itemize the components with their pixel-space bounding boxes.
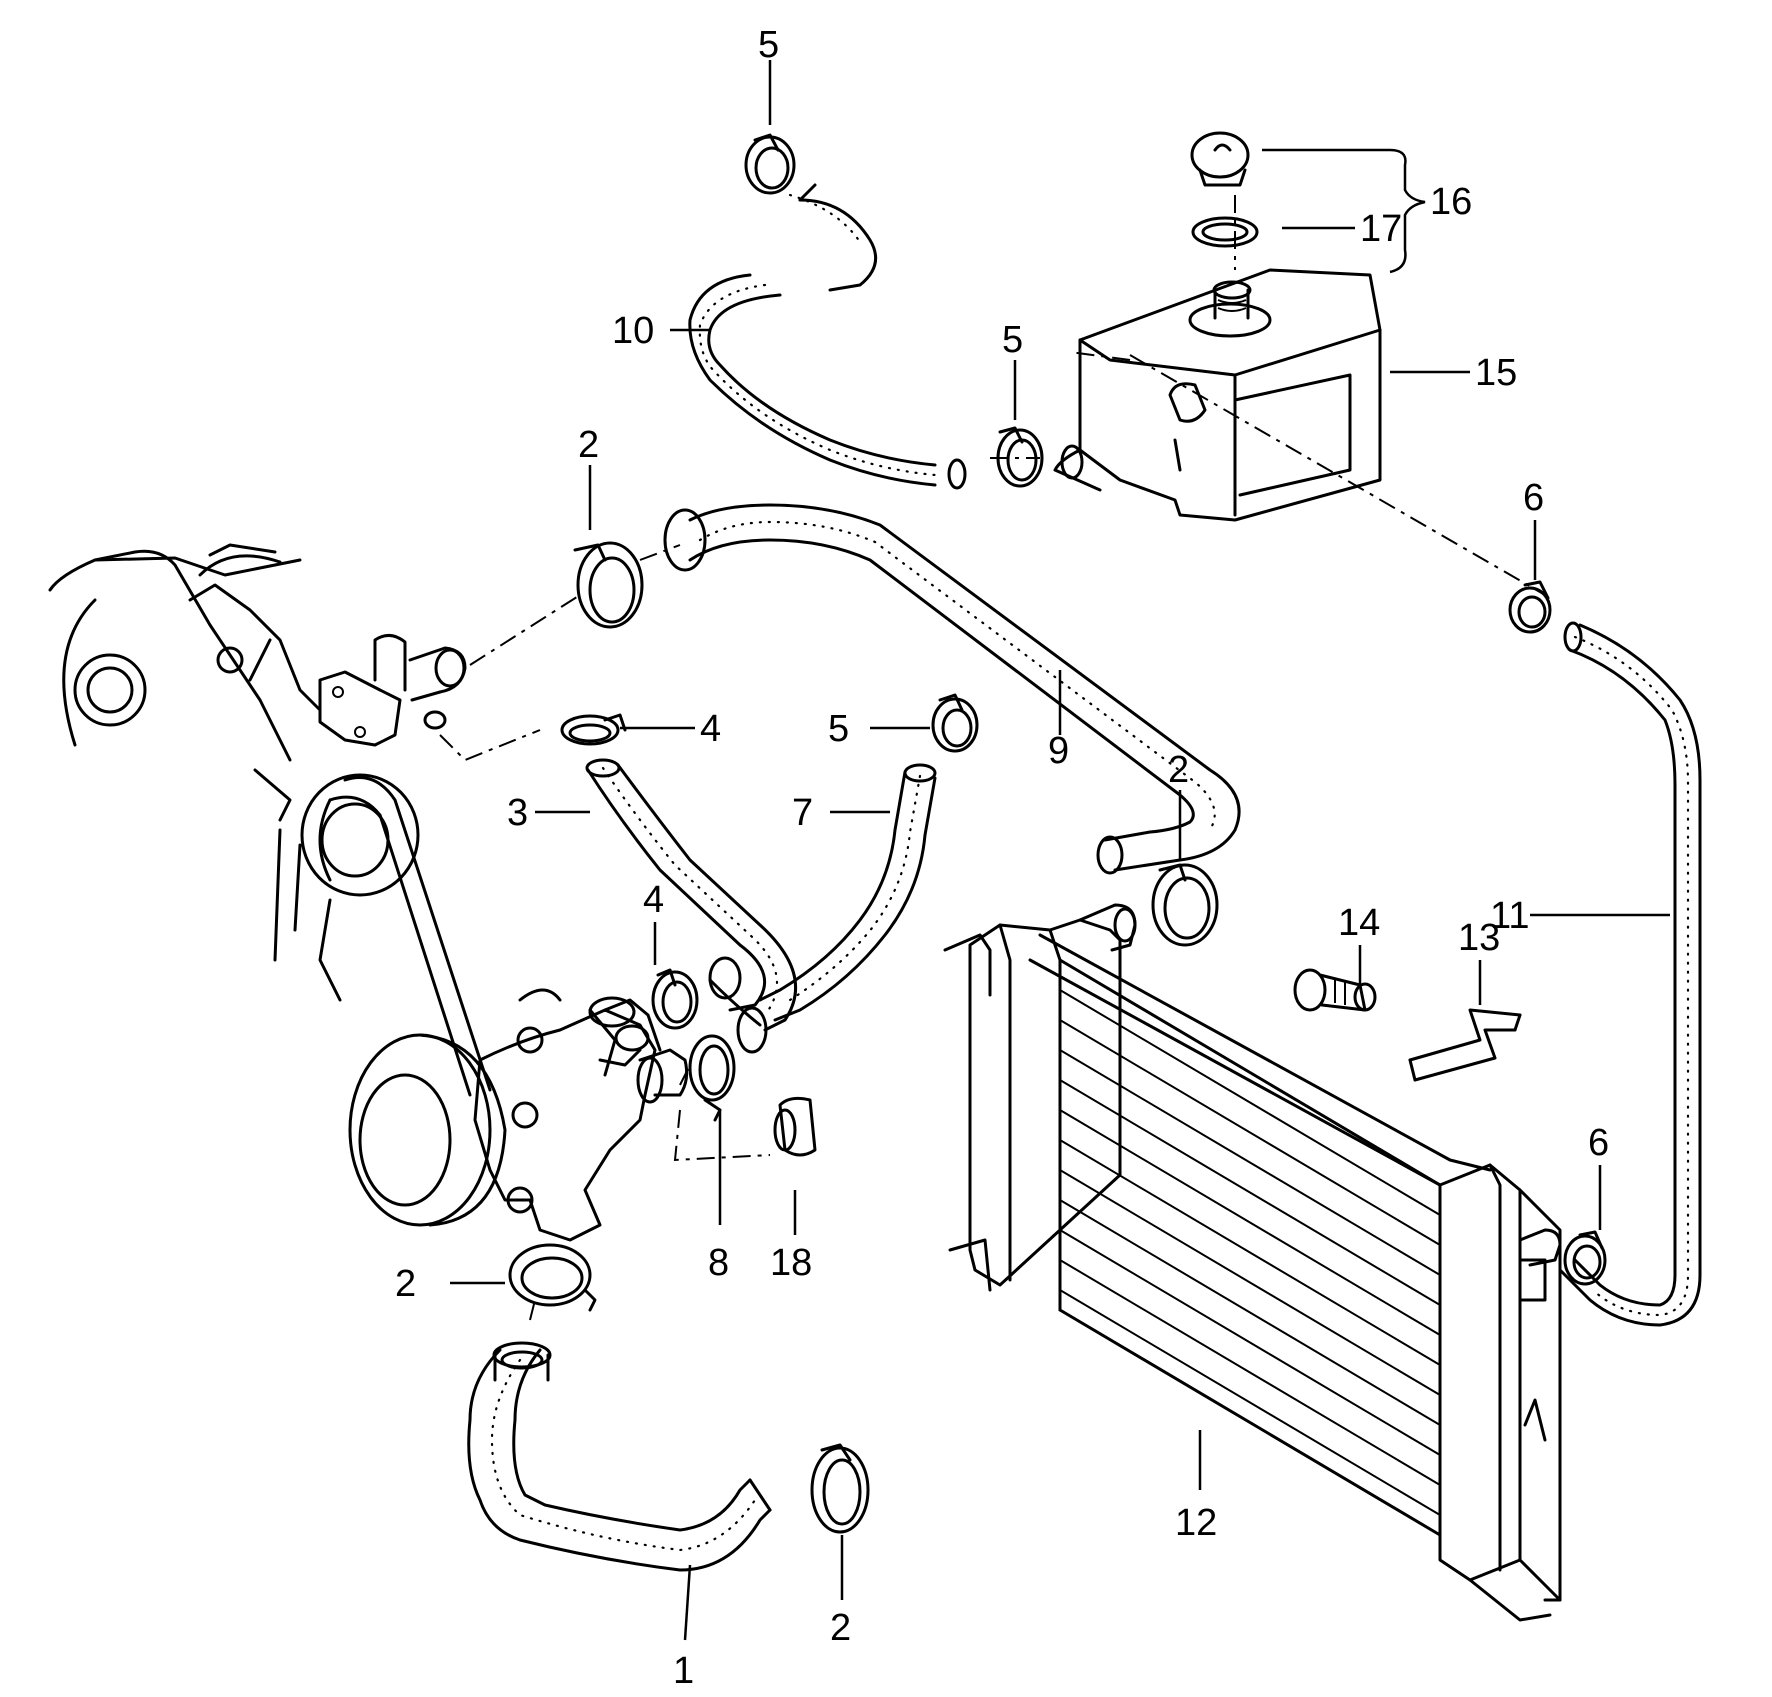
bolt-14 <box>1293 968 1377 1012</box>
callout-4-lower: 4 <box>643 879 664 921</box>
water-pump <box>473 988 689 1242</box>
radiator-fins <box>1059 989 1441 1516</box>
hose-7 <box>736 763 937 1054</box>
clamp-5-hose-7 <box>931 693 979 753</box>
clamp-6-lower <box>1563 1230 1607 1286</box>
callout-labels: 5 10 5 15 16 17 2 6 4 5 9 3 7 2 4 14 13 … <box>395 24 1609 1692</box>
callout-15: 15 <box>1475 352 1517 394</box>
callout-9: 9 <box>1048 730 1069 772</box>
hose-1 <box>467 1341 772 1572</box>
leaders <box>450 60 1670 1641</box>
callout-7: 7 <box>792 792 813 834</box>
hose-3 <box>585 758 798 1032</box>
hose-9 <box>663 503 1241 875</box>
clamp-2-pump <box>508 1243 597 1312</box>
centerlines <box>439 195 1546 1321</box>
callout-5-hose-7: 5 <box>828 708 849 750</box>
clamp-2-upper <box>573 541 644 629</box>
filler-cap-seal <box>1191 216 1259 248</box>
radiator <box>943 903 1562 1622</box>
callout-16: 16 <box>1430 181 1472 223</box>
callout-1: 1 <box>673 1650 694 1692</box>
callout-10: 10 <box>612 310 654 352</box>
callout-12: 12 <box>1175 1502 1217 1544</box>
thermostat-housing <box>318 634 467 747</box>
callout-18: 18 <box>770 1242 812 1284</box>
callout-2-pump: 2 <box>395 1263 416 1305</box>
clamp-2-lower <box>810 1443 870 1534</box>
sleeve-18 <box>773 1096 817 1157</box>
clamp-8 <box>688 1034 736 1122</box>
drive-belt <box>318 776 492 1097</box>
callout-5-tank: 5 <box>1002 319 1023 361</box>
hose-13 <box>1408 1008 1522 1082</box>
callout-4-upper: 4 <box>700 708 721 750</box>
callout-11: 11 <box>1490 895 1529 937</box>
callout-14: 14 <box>1338 902 1380 944</box>
clamp-4-upper <box>560 713 627 746</box>
callout-17: 17 <box>1360 208 1402 250</box>
callout-8: 8 <box>708 1242 729 1284</box>
expansion-tank <box>1053 268 1382 522</box>
callout-6-lower: 6 <box>1588 1122 1609 1164</box>
engine-block-outline <box>48 543 342 1002</box>
hose-10 <box>688 183 967 490</box>
callout-2-upper: 2 <box>578 424 599 466</box>
callout-6-upper: 6 <box>1523 477 1544 519</box>
callout-3: 3 <box>507 792 528 834</box>
callout-2-lower: 2 <box>830 1607 851 1649</box>
clamp-4-lower <box>651 968 699 1030</box>
clamp-6-upper <box>1508 580 1552 634</box>
callout-5-top: 5 <box>758 24 779 66</box>
callout-2-radiator: 2 <box>1168 749 1189 791</box>
water-pump-pulley <box>348 1033 507 1227</box>
callout-13: 13 <box>1458 917 1500 959</box>
hose-11 <box>1558 621 1702 1327</box>
clamp-5-top <box>744 133 796 195</box>
filler-cap <box>1190 131 1250 187</box>
clamp-2-radiator <box>1151 863 1219 947</box>
